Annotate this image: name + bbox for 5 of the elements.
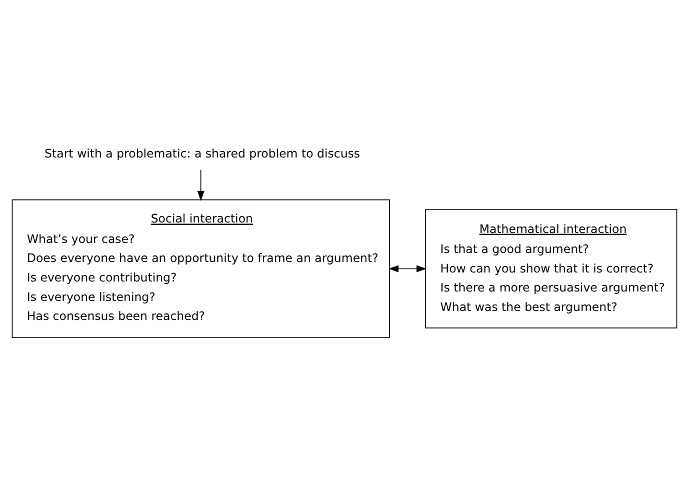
node-text: Start with a problematic: a shared problem to discuss — [44, 146, 360, 161]
arrow — [388, 265, 427, 272]
node-box: Social interaction What’s your case? Does everyone have an opportunity to frame an argument? Is everyone contributing? Is everyone listening? Has consensus been reached? — [12, 199, 390, 338]
arrow — [197, 169, 204, 201]
node-box: Mathematical interaction Is that a good argument? How can you show that it is correct? Is there a more persuasive argument? What was the best argument? — [425, 209, 678, 328]
